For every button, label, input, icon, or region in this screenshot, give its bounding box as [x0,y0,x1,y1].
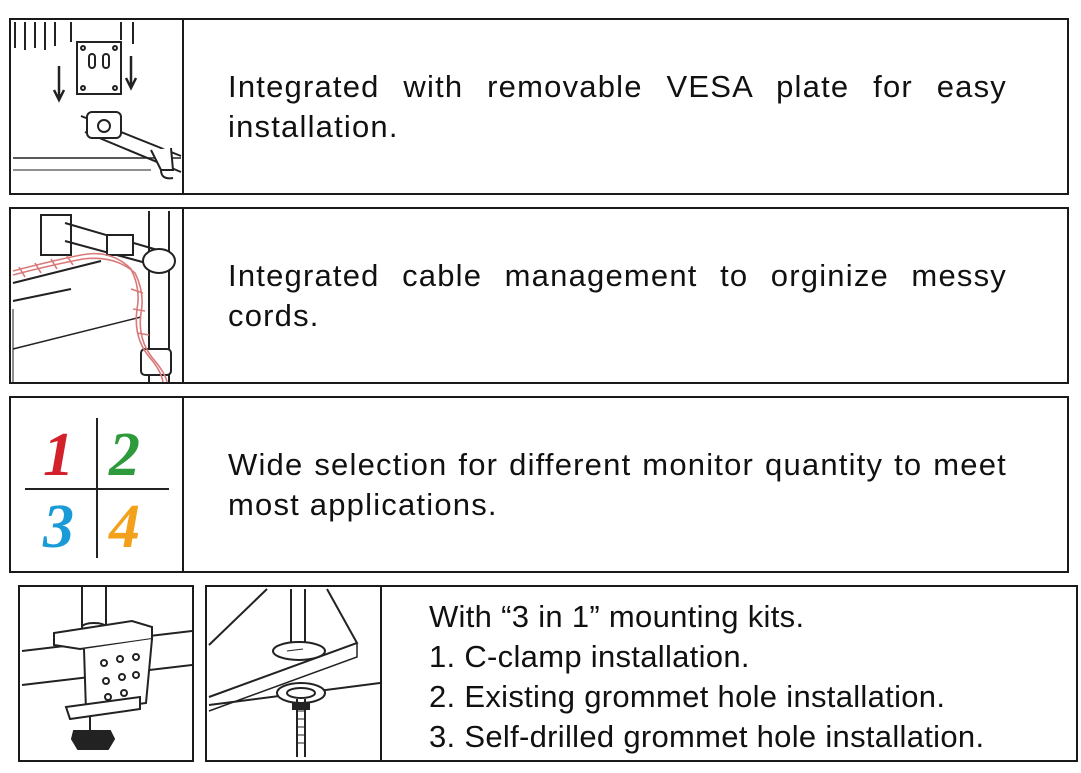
feature-text-cable: Integrated cable management to orginize … [228,257,1007,333]
mounting-kits-text: With “3 in 1” mounting kits. 1. C-clamp … [380,585,1078,762]
mounting-line-c-clamp: 1. C-clamp installation. [429,639,750,674]
mounting-line-existing-grommet: 2. Existing grommet hole installation. [429,679,946,714]
feature-text-container: Integrated cable management to orginize … [184,209,1067,382]
grid-divider-horizontal [25,488,169,490]
feature-row-vesa: Integrated with removable VESA plate for… [9,18,1069,195]
quantity-number-1: 1 [43,421,74,489]
mounting-line-title: With “3 in 1” mounting kits. [429,599,805,634]
vesa-plate-illustration [11,20,184,193]
quantity-number-2: 2 [109,421,140,489]
feature-text-container: Integrated with removable VESA plate for… [184,20,1067,193]
monitor-quantity-grid: 1 2 3 4 [11,398,184,571]
feature-text-container: Wide selection for different monitor qua… [184,398,1067,571]
feature-text-vesa: Integrated with removable VESA plate for… [228,68,1007,144]
quantity-number-4: 4 [109,493,140,561]
mounting-line-self-drilled-grommet: 3. Self-drilled grommet hole installatio… [429,719,985,754]
feature-row-mounting: With “3 in 1” mounting kits. 1. C-clamp … [9,585,1078,762]
feature-row-cable: Integrated cable management to orginize … [9,207,1069,384]
cable-management-illustration [11,209,184,382]
feature-text-quantity: Wide selection for different monitor qua… [228,446,1007,522]
grommet-illustration [205,585,382,762]
c-clamp-illustration [18,585,194,762]
feature-row-quantity: 1 2 3 4 Wide selection for different mon… [9,396,1069,573]
quantity-number-3: 3 [43,493,74,561]
